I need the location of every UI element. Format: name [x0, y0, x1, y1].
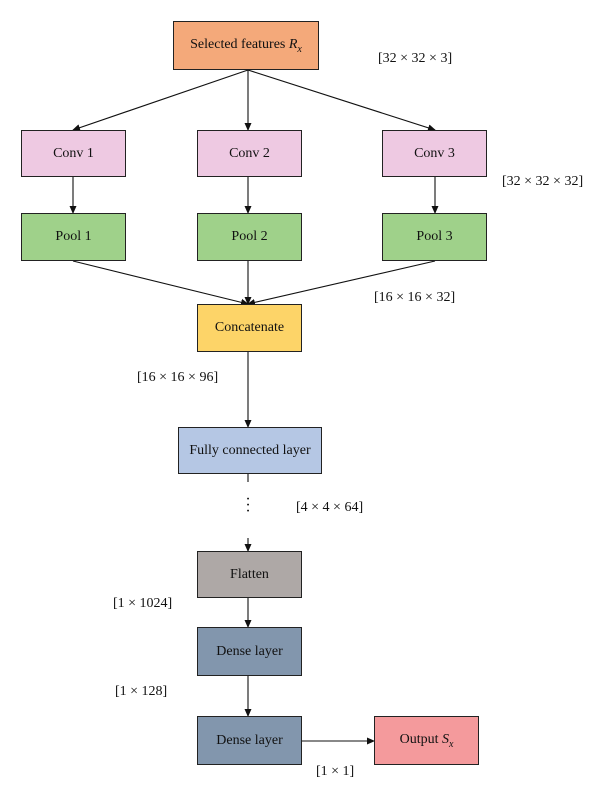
pool3-label: Pool 3 — [416, 229, 453, 244]
output-node[interactable]: Output Sx — [374, 716, 479, 765]
dim-fc: [4 × 4 × 64] — [296, 500, 364, 515]
conv2-label: Conv 2 — [229, 145, 270, 161]
edge-input-conv1 — [72, 69, 249, 132]
pool1-node[interactable]: Pool 1 — [21, 213, 126, 261]
edge-input-conv3 — [247, 69, 436, 132]
edges — [69, 69, 439, 745]
dim-concat: [16 × 16 × 96] — [137, 370, 219, 385]
conv3-node[interactable]: Conv 3 — [382, 130, 487, 177]
dim-dense1: [1 × 128] — [115, 684, 168, 699]
edge-pool3-concat — [247, 260, 436, 306]
concatenate-node[interactable]: Concatenate — [197, 304, 302, 352]
conv2-node[interactable]: Conv 2 — [197, 130, 302, 177]
dense-layer-2-node[interactable]: Dense layer — [197, 716, 302, 765]
pool1-label: Pool 1 — [55, 229, 92, 244]
dim-input: [32 × 32 × 3] — [378, 51, 453, 66]
dim-conv: [32 × 32 × 32] — [502, 174, 584, 189]
conv1-node[interactable]: Conv 1 — [21, 130, 126, 177]
dim-flatten: [1 × 1024] — [113, 596, 173, 611]
conv1-label: Conv 1 — [53, 145, 94, 161]
pool3-node[interactable]: Pool 3 — [382, 213, 487, 261]
pool2-label: Pool 2 — [231, 229, 268, 244]
flatten-node[interactable]: Flatten — [197, 551, 302, 598]
input-node[interactable]: Selected features Rx — [173, 21, 319, 70]
fully-connected-label: Fully connected layer — [189, 442, 311, 458]
dense-layer-2-label: Dense layer — [216, 732, 283, 748]
pool2-node[interactable]: Pool 2 — [197, 213, 302, 261]
concatenate-label: Concatenate — [214, 320, 285, 335]
ellipsis-dots: ··· — [245, 491, 251, 520]
flatten-label: Flatten — [230, 566, 269, 582]
fully-connected-node[interactable]: Fully connected layer — [178, 427, 322, 474]
output-node-sub: x — [448, 738, 454, 750]
dim-dense2: [1 × 1] — [316, 764, 355, 779]
input-node-sub: x — [297, 43, 302, 55]
dim-pool: [16 × 16 × 32] — [374, 290, 456, 305]
dense-layer-1-label: Dense layer — [216, 643, 283, 659]
input-node-label: Selected features — [190, 36, 289, 52]
input-node-var: R — [288, 36, 298, 52]
dense-layer-1-node[interactable]: Dense layer — [197, 627, 302, 676]
output-node-label: Output — [399, 731, 442, 747]
edge-pool1-concat — [72, 260, 249, 306]
output-node-var: S — [441, 731, 449, 747]
conv3-label: Conv 3 — [414, 145, 455, 161]
